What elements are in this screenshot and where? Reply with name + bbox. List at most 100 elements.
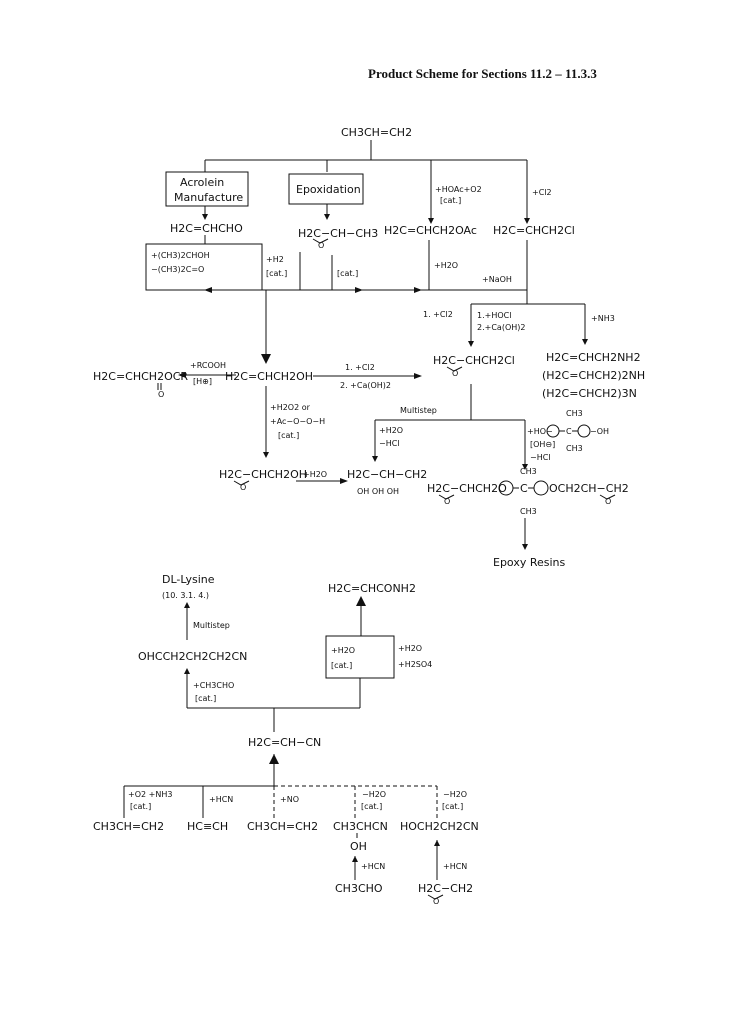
reagent-hocl-2: 2.+Ca(OH)2 — [477, 323, 525, 332]
reagent-no: +NO — [280, 795, 299, 804]
reagent-h2o2-1: +H2O2 or — [270, 403, 311, 412]
propene-top: CH3CH=CH2 — [341, 126, 412, 139]
arrow-to-allylamine — [582, 339, 588, 345]
glycerol-oh: OH OH OH — [357, 487, 399, 496]
epoxidation-box — [288, 173, 364, 205]
acrolein-box — [165, 171, 249, 207]
arrow-chloride — [524, 218, 530, 224]
bisphenol-ring-2 — [577, 424, 591, 438]
arrow-to-lysine — [184, 602, 190, 608]
allyl-chloride: H2C=CHCH2Cl — [493, 224, 575, 237]
arrow-acetate — [428, 218, 434, 224]
reagent-cl2-ca-2: 2. +Ca(OH)2 — [340, 381, 391, 390]
arrow-to-epoxy-resins — [522, 544, 528, 550]
reagent-h2o-hcl-1: +H2O — [379, 426, 403, 435]
arrow-alcohol-to-epichloro — [414, 373, 422, 379]
reagent-h2o-glycerol: +H2O — [303, 470, 327, 479]
reagent-hoac-o2: +HOAc+O2 — [435, 185, 482, 194]
reagent-o2-nh3-1: +O2 +NH3 — [128, 790, 172, 799]
reagent-ch3cho-cat-2: [cat.] — [195, 694, 216, 703]
allyl-ester: H2C=CHCH2OCR — [93, 370, 188, 383]
arrow-collector-right — [355, 287, 363, 293]
glycidol-o: O — [240, 483, 246, 492]
reagent-minus-hcl: −HCl — [530, 453, 551, 462]
reagent-minus-h2o-1b: [cat.] — [361, 802, 382, 811]
arrow-to-hydracrylonitrile — [434, 840, 440, 846]
reagent-h2-cat: [cat.] — [266, 269, 287, 278]
reagent-ipa-2: −(CH3)2C=O — [151, 265, 204, 274]
propylene-oxide-o: O — [318, 241, 324, 250]
arrow-to-glycidol — [263, 452, 269, 458]
glycidol: H2C−CHCH2OH — [219, 468, 307, 481]
arrow-to-lactonitrile — [352, 856, 358, 862]
reagent-cl2-ca-1: 1. +Cl2 — [345, 363, 375, 372]
arrow-collector-mid — [414, 287, 422, 293]
glycidol-ring — [233, 480, 250, 486]
acrolein: H2C=CHCHO — [170, 222, 243, 235]
acrylamide: H2C=CHCONH2 — [328, 582, 416, 595]
epoxy-resin-right: OCH2CH−CH2 — [549, 482, 629, 495]
reagent-minus-h2o-2b: [cat.] — [442, 802, 463, 811]
arrow-acrolein — [202, 214, 208, 220]
reagent-naoh: +NaOH — [482, 275, 512, 284]
ethylene-oxide-ring — [427, 894, 444, 900]
acrolein-box-line2: Manufacture — [174, 191, 243, 204]
epoxy-resin-left: H2C−CHCH2O — [427, 482, 507, 495]
arrow-to-glycerol — [372, 456, 378, 462]
reagent-o2-nh3-2: [cat.] — [130, 802, 151, 811]
cyanobutanal: OHCCH2CH2CH2CN — [138, 650, 247, 663]
arrow-to-epoxy — [522, 464, 528, 470]
acrolein-box-line1: Acrolein — [180, 176, 224, 189]
reagent-h2o-h2so4-2: +H2SO4 — [398, 660, 432, 669]
epoxy-resin-mid: C — [520, 482, 528, 495]
lysine-section: (10. 3.1. 4.) — [162, 591, 209, 600]
epoxy-resins: Epoxy Resins — [493, 556, 566, 569]
reagent-hoac-cat: [cat.] — [440, 196, 461, 205]
allylamine: H2C=CHCH2NH2 — [546, 351, 641, 364]
reagent-multistep-2: Multistep — [193, 621, 230, 630]
reagent-nh3: +NH3 — [591, 314, 615, 323]
page-title: Product Scheme for Sections 11.2 – 11.3.… — [368, 66, 597, 81]
reagent-oh-minus: [OH⊖] — [530, 440, 555, 449]
acetylene: HC≡CH — [187, 820, 228, 833]
arrow-to-acrylamide — [356, 596, 366, 606]
bisphenol-ch3-bot: CH3 — [566, 444, 583, 453]
reagent-cl2-step: 1. +Cl2 — [423, 310, 453, 319]
epichlorohydrin: H2C−CHCH2Cl — [433, 354, 515, 367]
epoxy-resin-o1: O — [444, 497, 450, 506]
arrow-to-epichloro — [468, 341, 474, 347]
reagent-minus-h2o-2a: −H2O — [443, 790, 467, 799]
arrow-to-cyanobutanal — [184, 668, 190, 674]
reagent-hcn-3: +HCN — [443, 862, 467, 871]
arrow-collector-left — [204, 287, 212, 293]
reagent-bisphenol-oh: −OH — [590, 427, 609, 436]
epoxy-resin-ring-o2 — [599, 494, 616, 500]
glycerol: H2C−CH−CH2 — [347, 468, 427, 481]
reagent-rcooh: +RCOOH — [190, 361, 226, 370]
diallylamine: (H2C=CHCH2)2NH — [542, 369, 645, 382]
arrow-glycidol-to-glycerol — [340, 478, 348, 484]
epoxy-resin-ring-2 — [533, 480, 549, 496]
reagent-h2o-h2so4-1: +H2O — [398, 644, 422, 653]
propylene-oxide-ring — [312, 238, 329, 244]
arrow-rcooh — [178, 372, 186, 378]
epichlorohydrin-o: O — [452, 369, 458, 378]
reagent-ho-bisphenol: +HO− — [527, 427, 553, 436]
reagent-h-plus: [H⊕] — [193, 377, 212, 386]
triallylamine: (H2C=CHCH2)3N — [542, 387, 637, 400]
reagent-epox-cat: [cat.] — [337, 269, 358, 278]
propylene-oxide: H2C−CH−CH3 — [298, 227, 378, 240]
propene-bottom-1: CH3CH=CH2 — [93, 820, 164, 833]
epichlorohydrin-ring — [446, 366, 463, 372]
allyl-acetate: H2C=CHCH2OAc — [384, 224, 477, 237]
ethylene-oxide: H2C−CH2 — [418, 882, 473, 895]
reagent-h2: +H2 — [266, 255, 284, 264]
reagent-cl2-top: +Cl2 — [532, 188, 552, 197]
allyl-ester-o: O — [158, 390, 164, 399]
reagent-hcn-1: +HCN — [209, 795, 233, 804]
arrow-epox — [324, 214, 330, 220]
epoxy-resin-ch3-bot: CH3 — [520, 507, 537, 516]
hydracrylonitrile: HOCH2CH2CN — [400, 820, 479, 833]
bisphenol-ch3-top: CH3 — [566, 409, 583, 418]
